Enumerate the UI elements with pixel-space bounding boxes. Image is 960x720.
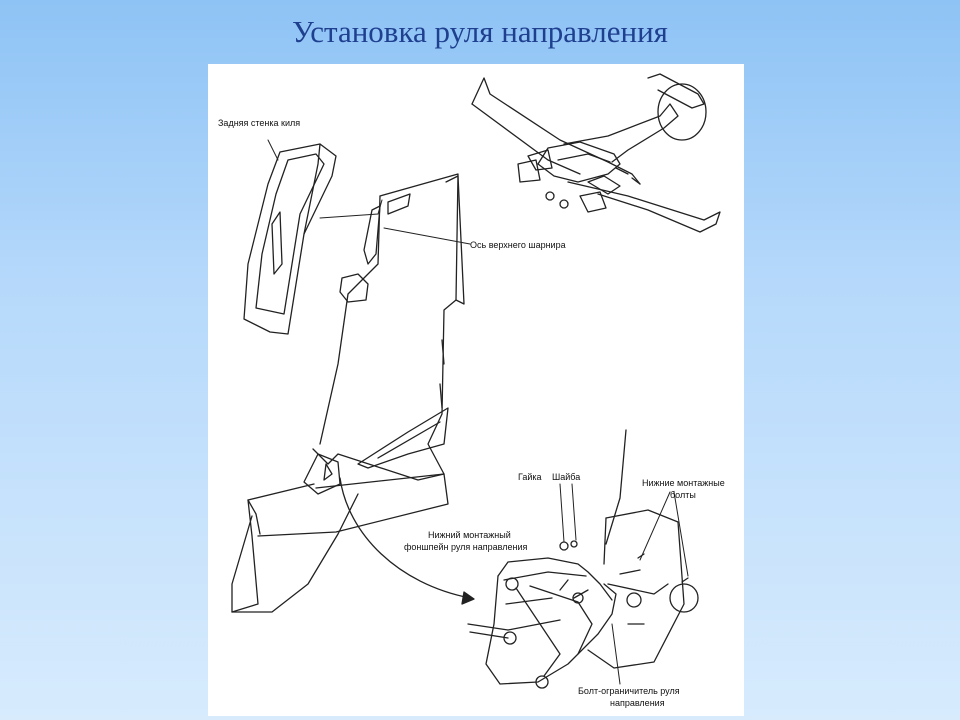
rudder-drawing [231,173,465,613]
label-washer: Шайба [552,472,581,482]
label-limit-bolt-line2: направления [610,698,665,708]
slide-title: Установка руля направления [292,14,668,49]
label-lower-bracket-line1: Нижний монтажный [428,530,511,540]
label-lower-bolts-line2: болты [670,490,696,500]
label-upper-hinge-axis: Ось верхнего шарнира [470,240,566,250]
label-nut: Гайка [518,472,542,482]
leader-lines [267,139,689,685]
label-lower-bracket-line2: фоншпейн руля направления [404,542,528,552]
detail-callout-arrow [339,477,475,605]
fin-rear-wall-drawing [243,143,337,335]
label-limit-bolt-line1: Болт-ограничитель руля [578,686,680,696]
lower-bracket-detail-drawing [467,429,699,689]
label-lower-bolts-line1: Нижние монтажные [642,478,725,488]
label-rear-wall: Задняя стенка киля [218,118,301,128]
rudder-installation-diagram [231,73,721,689]
figure-panel: Задняя стенка киля Ось верхнего шарнира … [208,64,744,716]
aircraft-overview-drawing [471,73,721,233]
